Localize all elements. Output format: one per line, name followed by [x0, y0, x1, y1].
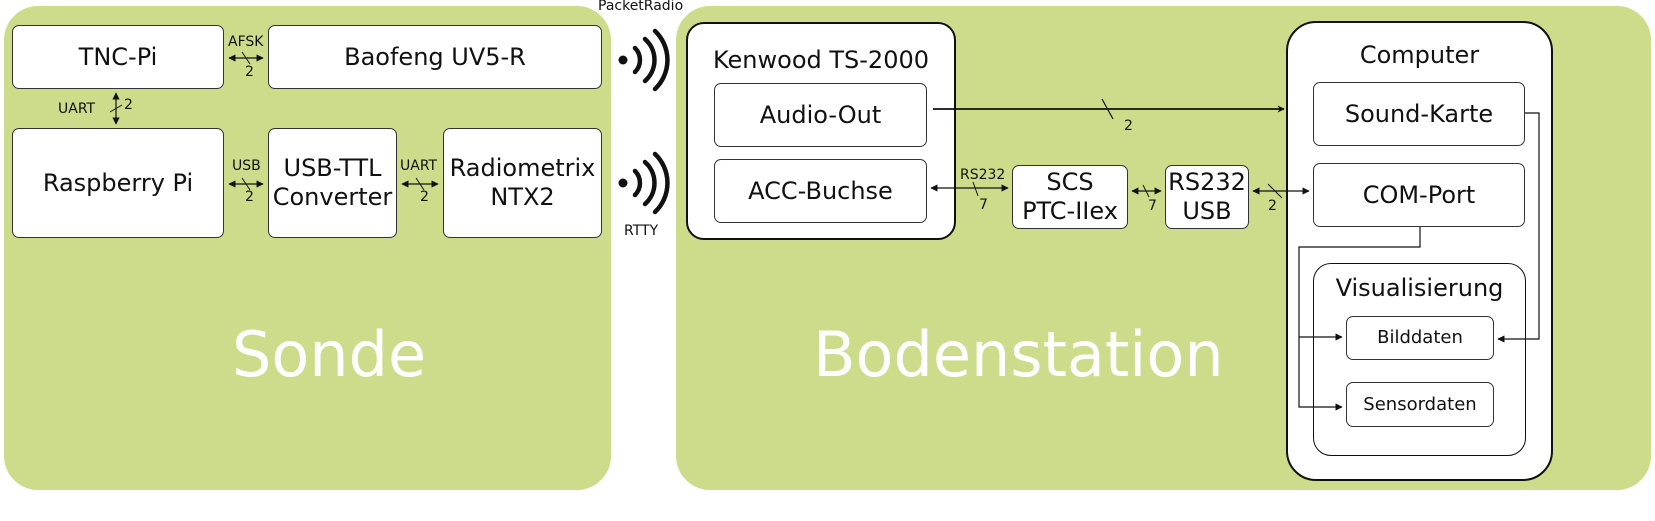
audio-count: 2 [1124, 118, 1133, 134]
uart-vertical-count: 2 [124, 97, 133, 113]
com-port-box: COM-Port [1313, 163, 1525, 227]
kenwood-title: Kenwood TS-2000 [712, 46, 929, 74]
rtty-wireless-icon [618, 151, 670, 215]
usb-ttl-converter-box: USB-TTL Converter [268, 128, 397, 238]
tnc-pi-box: TNC-Pi [12, 25, 224, 89]
rtty-label: RTTY [624, 223, 659, 239]
usb-tick [241, 177, 251, 191]
audio-out-box: Audio-Out [714, 83, 927, 147]
visualisierung-title: Visualisierung [1335, 274, 1504, 302]
audio-tick [1101, 98, 1114, 120]
usb-label: USB [232, 158, 261, 174]
uart-horizontal-label: UART [400, 158, 438, 174]
packetradio-label: PacketRadio [598, 0, 684, 14]
soundcard-bilddaten-arrow [1497, 112, 1540, 343]
usb-com-count: 2 [1268, 198, 1277, 214]
uart-vertical-tick [109, 104, 123, 113]
comport-visual-line [1298, 227, 1421, 411]
scs-ptc-box: SCS PTC-IIex [1012, 165, 1128, 229]
uart-horizontal-count: 2 [420, 189, 429, 205]
afsk-tick [241, 51, 251, 65]
bodenstation-title: Bodenstation [813, 318, 1224, 391]
afsk-label: AFSK [228, 34, 264, 50]
afsk-count: 2 [245, 64, 254, 80]
usb-count: 2 [245, 189, 254, 205]
computer-title: Computer [1359, 41, 1480, 69]
rs232-tick [972, 181, 979, 197]
radiometrix-box: Radiometrix NTX2 [443, 128, 602, 238]
raspberry-pi-box: Raspberry Pi [12, 128, 224, 238]
uart-horizontal-tick [415, 177, 425, 191]
usb-com-tick [1267, 183, 1283, 199]
baofeng-box: Baofeng UV5-R [268, 25, 602, 89]
bilddaten-box: Bilddaten [1346, 316, 1494, 360]
scs-usb-count: 7 [1148, 198, 1157, 214]
rs232-label: RS232 [960, 167, 1006, 183]
sonde-title: Sonde [232, 318, 427, 391]
sensordaten-box: Sensordaten [1346, 382, 1494, 427]
rs232-count: 7 [979, 197, 988, 213]
packetradio-wireless-icon [618, 28, 670, 92]
sound-karte-box: Sound-Karte [1313, 82, 1525, 146]
rs232-usb-box: RS232 USB [1165, 165, 1249, 229]
scs-usb-tick [1142, 184, 1150, 198]
uart-vertical-label: UART [58, 101, 96, 117]
acc-buchse-box: ACC-Buchse [714, 159, 927, 223]
